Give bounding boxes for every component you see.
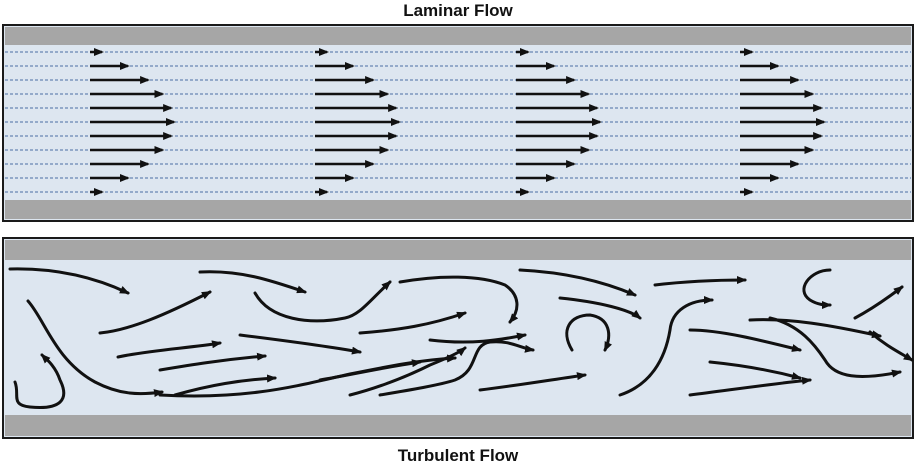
curved-arrow-icon: [802, 268, 832, 309]
curved-arrow-icon: [518, 268, 637, 297]
curved-arrow-icon: [853, 285, 904, 320]
curved-arrow-icon: [13, 353, 66, 410]
curved-arrow-icon: [378, 340, 535, 397]
laminar-velocity-profiles: [90, 48, 826, 196]
curved-arrow-icon: [198, 270, 307, 294]
curved-arrow-icon: [238, 333, 362, 355]
turbulent-pipe: [2, 237, 914, 439]
turbulent-bottom-wall: [5, 415, 911, 436]
laminar-pipe: [2, 24, 914, 222]
curved-arrow-icon: [26, 299, 164, 398]
curved-arrow-icon: [748, 318, 882, 339]
curved-arrow-icon: [253, 280, 392, 323]
curved-arrow-icon: [688, 328, 802, 352]
turbulent-flow-title: Turbulent Flow: [397, 446, 519, 465]
curved-arrow-icon: [428, 332, 527, 344]
curved-arrow-icon: [173, 374, 277, 397]
curved-arrow-icon: [688, 376, 812, 397]
turbulent-top-wall: [5, 240, 911, 260]
turbulent-eddies: [8, 267, 914, 410]
laminar-bottom-wall: [5, 200, 911, 219]
turbulent-pipe-body: [2, 237, 914, 439]
curved-arrow-icon: [565, 313, 613, 352]
curved-arrow-icon: [768, 316, 902, 378]
curved-arrow-icon: [653, 276, 747, 287]
curved-arrow-icon: [98, 290, 212, 335]
curved-arrow-icon: [358, 311, 467, 335]
curved-arrow-icon: [398, 275, 519, 324]
curved-arrow-icon: [158, 352, 267, 372]
laminar-flow-title: Laminar Flow: [403, 1, 513, 20]
curved-arrow-icon: [708, 360, 802, 380]
laminar-top-wall: [5, 27, 911, 45]
curved-arrow-icon: [478, 372, 587, 392]
curved-arrow-icon: [8, 267, 130, 295]
curved-arrow-icon: [318, 359, 422, 382]
curved-arrow-icon: [618, 296, 714, 397]
curved-arrow-icon: [348, 346, 467, 397]
curved-arrow-icon: [116, 340, 222, 359]
curved-arrow-icon: [868, 330, 914, 362]
curved-arrow-icon: [558, 296, 642, 320]
